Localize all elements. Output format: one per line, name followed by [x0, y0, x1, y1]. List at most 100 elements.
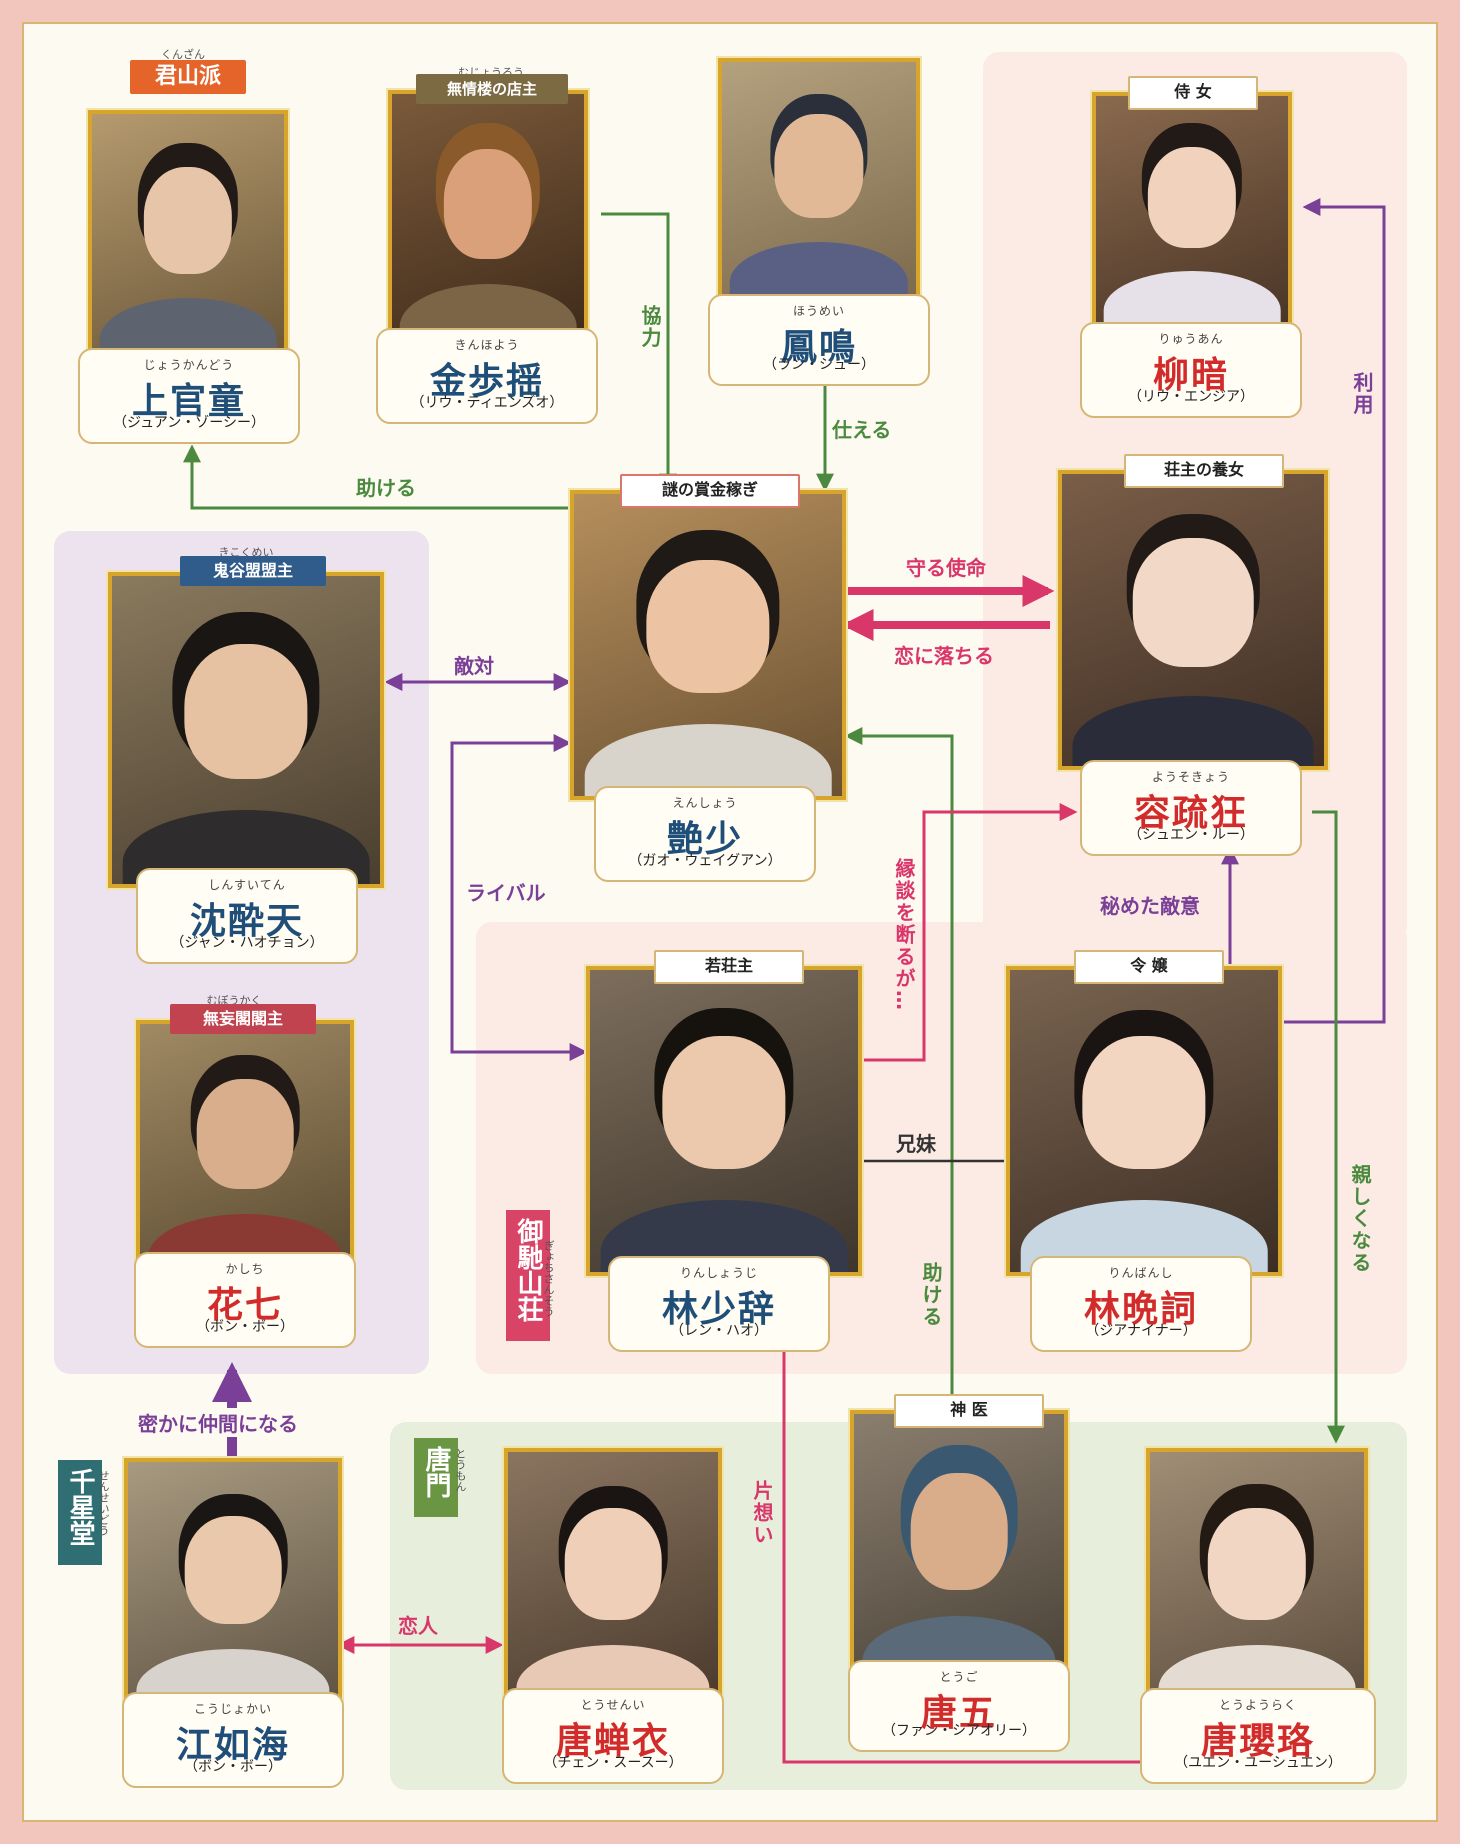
ruby-rinbanshi: りんばんし [1108, 1266, 1174, 1280]
card-rinbanshi: 令 嬢 りんばんし 林晩詞 （ジアナイナー） [1004, 950, 1284, 1356]
name-tougo: 唐五 [920, 1693, 997, 1734]
label-riyou: 利用 [1350, 372, 1374, 416]
faction-sensei-label: 千星堂 [65, 1468, 95, 1546]
card-ryuan: 侍 女 りゅうあん 柳暗 （リウ・エンジア） [1080, 76, 1302, 418]
photo-rinbanshi [1004, 964, 1284, 1278]
label-himeta: 秘めた敵意 [1100, 894, 1200, 918]
label-kyoudai: 兄妹 [896, 1132, 936, 1156]
card-koujokai: こうじょかい 江如海 （ボン・ボー） [116, 1456, 350, 1788]
arrow-riyou [1284, 198, 1386, 1024]
card-shinsuiten: きこくめい 鬼谷盟盟主 しんすいてん 沈酔天 （ジャン・ハオチョン） [106, 546, 386, 964]
arrow-shitashiku [1312, 810, 1345, 1444]
label-tasukeru2: 助ける [919, 1262, 943, 1328]
ruby-rinshouji: りんしょうじ [679, 1266, 758, 1280]
namebox-shinsuiten: しんすいてん 沈酔天 （ジャン・ハオチョン） [136, 868, 358, 964]
arrow-kin-to-enshou [601, 212, 677, 492]
arrow-tougo-to-enshou [844, 727, 954, 1410]
ruby-yousokyou: ようそきょう [1151, 770, 1230, 784]
photo-tousenI [502, 1446, 724, 1712]
name-rinshouji: 林少辞 [661, 1289, 776, 1330]
ruby-kashichi: かしち [225, 1262, 265, 1276]
namebox-ryuan: りゅうあん 柳暗 （リウ・エンジア） [1080, 322, 1302, 418]
role-tougo: 神 医 [894, 1394, 1044, 1428]
card-joukan: じょうかんどう 上官童 （ジュアン・ゾーシー） [78, 108, 300, 444]
role-ruby-shinsuiten: きこくめい [218, 546, 274, 559]
card-yousokyou: 荘主の養女 ようそきょう 容疏狂 （シュエン・ルー） [1056, 454, 1332, 870]
name-houmei: 鳳鳴 [780, 327, 857, 368]
ruby-ryuan: りゅうあん [1158, 332, 1224, 346]
role-ryuan: 侍 女 [1128, 76, 1258, 110]
card-rinshouji: 若荘主 りんしょうじ 林少辞 （レン・ハオ） [584, 950, 864, 1356]
actor-joukan: （ジュアン・ゾーシー） [113, 415, 265, 431]
label-koibito: 恋人 [398, 1614, 438, 1638]
role-kashichi: 無妄閣閣主 [170, 1004, 316, 1034]
card-enshou: 謎の賞金稼ぎ えんしょう 艶少 （ガオ・ウェイグアン） [566, 474, 850, 882]
namebox-rinshouji: りんしょうじ 林少辞 （レン・ハオ） [608, 1256, 830, 1352]
name-yousokyou: 容疏狂 [1133, 793, 1248, 834]
card-touyouraku: とうようらく 唐瓔珞 （ユエン・ユーシュエン） [1138, 1446, 1378, 1788]
actor-koujokai: （ボン・ボー） [184, 1759, 282, 1775]
faction-gyochi: 御馳山荘 [506, 1210, 550, 1341]
card-kin: むじょうろう 無情楼の店主 きんほよう 金歩揺 （リウ・ティエンズオ） [376, 66, 598, 424]
photo-enshou [568, 488, 848, 802]
ruby-kin: きんほよう [454, 338, 520, 352]
actor-enshou: （ガオ・ウェイグアン） [628, 853, 782, 869]
ruby-shinsuiten: しんすいてん [208, 878, 286, 892]
faction-junzan: 君山派 [130, 60, 246, 94]
name-kashichi: 花七 [206, 1285, 283, 1326]
faction-gyochi-label: 御馳山荘 [513, 1218, 543, 1322]
actor-kin: （リウ・ティエンズオ） [410, 395, 564, 411]
faction-ruby-junzan: くんざん [161, 48, 205, 61]
faction-ruby-sensei: せんせいどう [97, 1470, 110, 1536]
ruby-touyouraku: とうようらく [1218, 1698, 1297, 1712]
name-shinsuiten: 沈酔天 [189, 901, 304, 942]
actor-shinsuiten: （ジャン・ハオチョン） [170, 935, 324, 951]
label-kyouryoku: 協力 [638, 305, 662, 349]
ruby-tousenI: とうせんい [580, 1698, 646, 1712]
namebox-tougo: とうご 唐五 （ファン・シアオリー） [848, 1660, 1070, 1752]
label-rival: ライバル [466, 881, 546, 905]
ruby-koujokai: こうじょかい [193, 1702, 272, 1716]
arrow-enshou-to-joukan [183, 444, 570, 510]
role-rinbanshi: 令 嬢 [1074, 950, 1224, 984]
role-shinsuiten: 鬼谷盟盟主 [180, 556, 326, 586]
namebox-rinbanshi: りんばんし 林晩詞 （ジアナイナー） [1030, 1256, 1252, 1352]
label-hisoka: 密かに仲間になる [134, 1408, 302, 1437]
photo-joukan [86, 108, 290, 362]
actor-tougo: （ファン・シアオリー） [882, 1723, 1036, 1739]
name-rinbanshi: 林晩詞 [1083, 1289, 1198, 1330]
role-ruby-kashichi: むぼうかく [206, 994, 262, 1007]
namebox-kashichi: かしち 花七 （ボン・ボー） [134, 1252, 356, 1348]
label-kataomoi: 片想い [750, 1480, 774, 1546]
name-joukan: 上官童 [131, 381, 246, 422]
role-enshou: 謎の賞金稼ぎ [620, 474, 800, 508]
actor-touyouraku: （ユエン・ユーシュエン） [1174, 1755, 1342, 1771]
name-touyouraku: 唐瓔珞 [1200, 1721, 1315, 1762]
name-enshou: 艶少 [666, 819, 743, 860]
photo-rinshouji [584, 964, 864, 1278]
namebox-yousokyou: ようそきょう 容疏狂 （シュエン・ルー） [1080, 760, 1302, 856]
card-tousenI: とうせんい 唐蝉衣 （チェン・スースー） [496, 1446, 730, 1788]
namebox-kin: きんほよう 金歩揺 （リウ・ティエンズオ） [376, 328, 598, 424]
actor-houmei: （ラン・シュー） [763, 357, 875, 373]
photo-shinsuiten [106, 570, 386, 890]
label-endan: 縁談を断るが… [892, 858, 916, 1012]
photo-kashichi [134, 1018, 356, 1280]
label-tekitai: 敵対 [454, 654, 494, 678]
label-shitashiku: 親しくなる [1348, 1164, 1372, 1274]
photo-koujokai [122, 1456, 344, 1714]
namebox-koujokai: こうじょかい 江如海 （ボン・ボー） [122, 1692, 344, 1788]
actor-kashichi: （ボン・ボー） [196, 1319, 294, 1335]
label-mamoru: 守る使命 [906, 556, 986, 580]
ruby-enshou: えんしょう [672, 796, 738, 810]
role-kin: 無情楼の店主 [416, 74, 568, 104]
photo-houmei [716, 56, 922, 305]
actor-rinshouji: （レン・ハオ） [670, 1323, 768, 1339]
faction-ruby-gyochi: ぎょちさんそう [542, 1240, 555, 1317]
role-yousokyou: 荘主の養女 [1124, 454, 1284, 488]
label-tsukaeru: 仕える [832, 418, 892, 442]
name-ryuan: 柳暗 [1152, 355, 1229, 396]
name-kin: 金歩揺 [429, 361, 544, 402]
actor-yousokyou: （シュエン・ルー） [1128, 827, 1254, 843]
